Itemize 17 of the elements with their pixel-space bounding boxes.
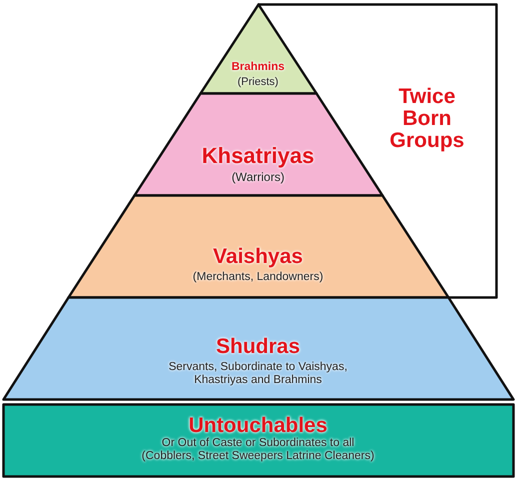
tier-title: Vaishyas [213,245,303,269]
tier-title: Brahmins [231,61,285,74]
pyramid-tier [198,2,318,94]
tier-description: (Merchants, Landowners) [192,271,324,284]
tier-description: Servants, Subordinate to Vaishyas, Khastriyas and Brahmins [168,361,348,387]
tier-description: Or Out of Caste or Subordinates to all [162,437,354,450]
pyramid-tier [2,296,514,400]
tier-title: Shudras [216,335,300,359]
tier-description: (Priests) [238,76,278,89]
pyramid-tier [66,194,450,298]
tier-description: (Cobblers, Street Sweepers Latrine Cleaners) [142,450,374,463]
tier-title: Khsatriyas [202,143,314,168]
group-title: Twice Born Groups [390,86,464,152]
tier-description: (Warriors) [232,170,284,184]
tier-title: Untouchables [188,414,328,438]
pyramid-tier [132,92,384,196]
base-band [2,402,514,478]
